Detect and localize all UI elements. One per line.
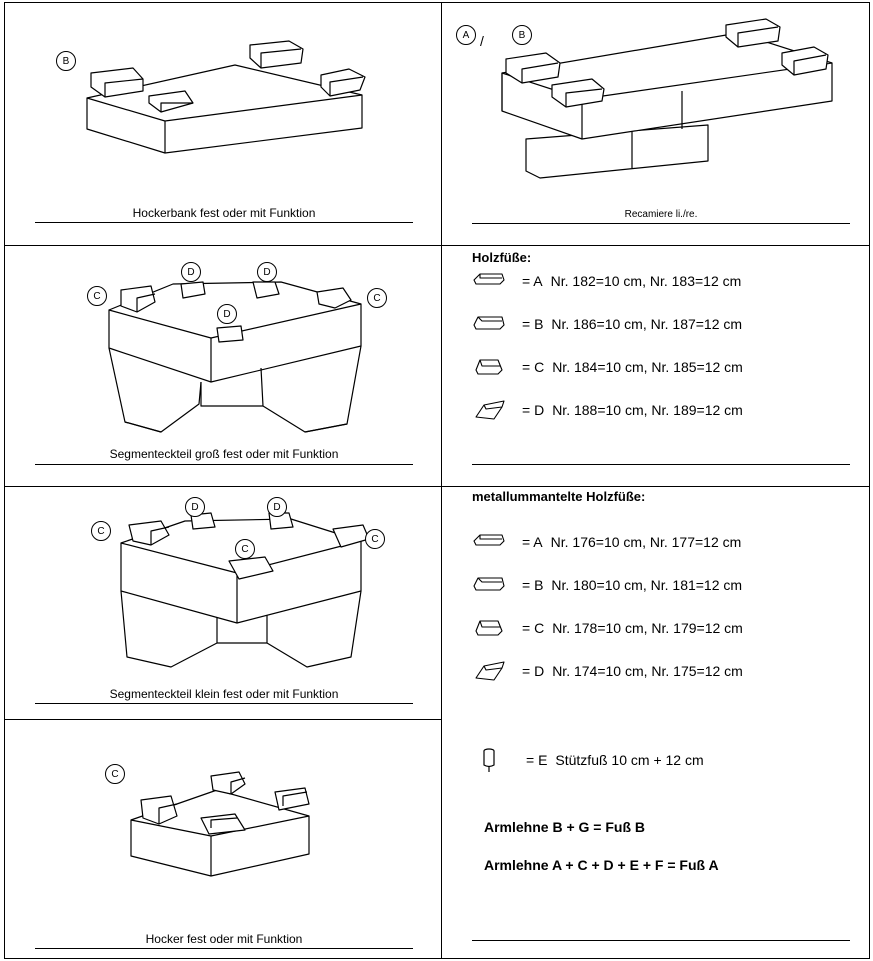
- foot-b-icon: [473, 577, 505, 591]
- metall-title: metallummantelte Holzfüße:: [472, 489, 646, 504]
- cell-recamiere: A / B Recamiere li./re.: [441, 2, 870, 246]
- caption-recamiere: Recamiere li./re.: [624, 209, 698, 220]
- legend-row-holz-3: = D Nr. 188=10 cm, Nr. 189=12 cm: [472, 399, 743, 421]
- tag-c-center: C: [235, 539, 255, 559]
- tag-c: C: [105, 764, 125, 784]
- tag-b: B: [56, 51, 76, 71]
- tag-c-left: C: [87, 286, 107, 306]
- legend-row-e: = E Stützfuß 10 cm + 12 cm: [482, 748, 704, 772]
- foot-c-icon: [475, 359, 503, 375]
- hockerbank-illustration: [86, 40, 366, 154]
- caption-segment-klein: Segmenteckteil klein fest oder mit Funkt…: [109, 687, 339, 701]
- segment-gross-illustration: [108, 281, 362, 433]
- tag-a: A: [456, 25, 476, 45]
- legend-row-metall-3: = D Nr. 174=10 cm, Nr. 175=12 cm: [472, 660, 743, 682]
- tag-d-top-right: D: [267, 497, 287, 517]
- legend-row-metall-1: = B Nr. 180=10 cm, Nr. 181=12 cm: [472, 574, 742, 596]
- legend-spec: Nr. 182=10 cm, Nr. 183=12 cm: [550, 273, 742, 289]
- recamiere-illustration: [501, 18, 833, 179]
- legend-letter: = C: [522, 359, 545, 375]
- legend-row-metall-2: = C Nr. 178=10 cm, Nr. 179=12 cm: [472, 617, 743, 639]
- cell-segment-gross: C D D C D Segmenteckteil groß fest oder …: [4, 245, 442, 487]
- tag-d-center: D: [217, 304, 237, 324]
- tag-b: B: [512, 25, 532, 45]
- foot-a-icon: [473, 273, 505, 285]
- legend-letter: = D: [522, 402, 545, 418]
- legend-spec: Nr. 180=10 cm, Nr. 181=12 cm: [551, 577, 743, 593]
- legend-spec: Nr. 176=10 cm, Nr. 177=12 cm: [550, 534, 742, 550]
- legend-row-metall-0: = A Nr. 176=10 cm, Nr. 177=12 cm: [472, 531, 741, 553]
- legend-letter: = C: [522, 620, 545, 636]
- caption-rule: [35, 222, 413, 223]
- tag-d-top-right: D: [257, 262, 277, 282]
- legend-spec: Nr. 178=10 cm, Nr. 179=12 cm: [552, 620, 743, 636]
- cell-holzfuesse: Holzfüße: = A Nr. 182=10 cm, Nr. 183=12 c…: [441, 245, 870, 487]
- caption-rule: [472, 223, 850, 224]
- legend-letter: = D: [522, 663, 545, 679]
- tag-separator: /: [480, 33, 484, 49]
- legend-row-holz-0: = A Nr. 182=10 cm, Nr. 183=12 cm: [472, 270, 741, 292]
- legend-letter: = B: [522, 577, 544, 593]
- note-armlehne-acdef: Armlehne A + C + D + E + F = Fuß A: [484, 857, 719, 873]
- legend-letter: = E: [526, 752, 548, 768]
- foot-b-icon: [473, 316, 505, 330]
- support-foot-icon: [483, 748, 495, 772]
- legend-letter: = B: [522, 316, 544, 332]
- foot-d-icon: [475, 400, 505, 420]
- legend-spec: Nr. 188=10 cm, Nr. 189=12 cm: [552, 402, 743, 418]
- foot-a-icon: [473, 534, 505, 546]
- section-rule: [472, 940, 850, 941]
- cell-hocker: C Hocker fest oder mit Funktion: [4, 719, 442, 959]
- caption-rule: [35, 948, 413, 949]
- legend-spec: Nr. 186=10 cm, Nr. 187=12 cm: [551, 316, 743, 332]
- foot-d-icon: [475, 661, 505, 681]
- legend-letter: = A: [522, 534, 543, 550]
- tag-c-left: C: [91, 521, 111, 541]
- legend-row-holz-2: = C Nr. 184=10 cm, Nr. 185=12 cm: [472, 356, 743, 378]
- caption-rule: [35, 464, 413, 465]
- caption-hocker: Hocker fest oder mit Funktion: [145, 932, 303, 946]
- cell-metall: metallummantelte Holzfüße: = A Nr. 176=10…: [441, 486, 870, 959]
- cell-segment-klein: C D D C C Segmenteckteil klein fest oder…: [4, 486, 442, 720]
- furniture-feet-sheet: B Hockerbank fest oder mit Funktion: [4, 2, 870, 959]
- legend-spec: Nr. 174=10 cm, Nr. 175=12 cm: [552, 663, 743, 679]
- tag-c-right: C: [367, 288, 387, 308]
- legend-spec: Stützfuß 10 cm + 12 cm: [555, 752, 704, 768]
- tag-d-top-left: D: [185, 497, 205, 517]
- tag-d-top-left: D: [181, 262, 201, 282]
- note-armlehne-bg: Armlehne B + G = Fuß B: [484, 819, 646, 835]
- legend-letter: = A: [522, 273, 543, 289]
- cell-hockerbank: B Hockerbank fest oder mit Funktion: [4, 2, 442, 246]
- caption-hockerbank: Hockerbank fest oder mit Funktion: [132, 206, 316, 220]
- foot-c-icon: [475, 620, 503, 636]
- section-rule: [472, 464, 850, 465]
- caption-segment-gross: Segmenteckteil groß fest oder mit Funkti…: [109, 447, 339, 461]
- hocker-illustration: [130, 771, 310, 877]
- legend-spec: Nr. 184=10 cm, Nr. 185=12 cm: [552, 359, 743, 375]
- holzfuesse-title: Holzfüße:: [472, 250, 532, 265]
- segment-klein-illustration: [120, 512, 370, 668]
- caption-rule: [35, 703, 413, 704]
- tag-c-right: C: [365, 529, 385, 549]
- legend-row-holz-1: = B Nr. 186=10 cm, Nr. 187=12 cm: [472, 313, 742, 335]
